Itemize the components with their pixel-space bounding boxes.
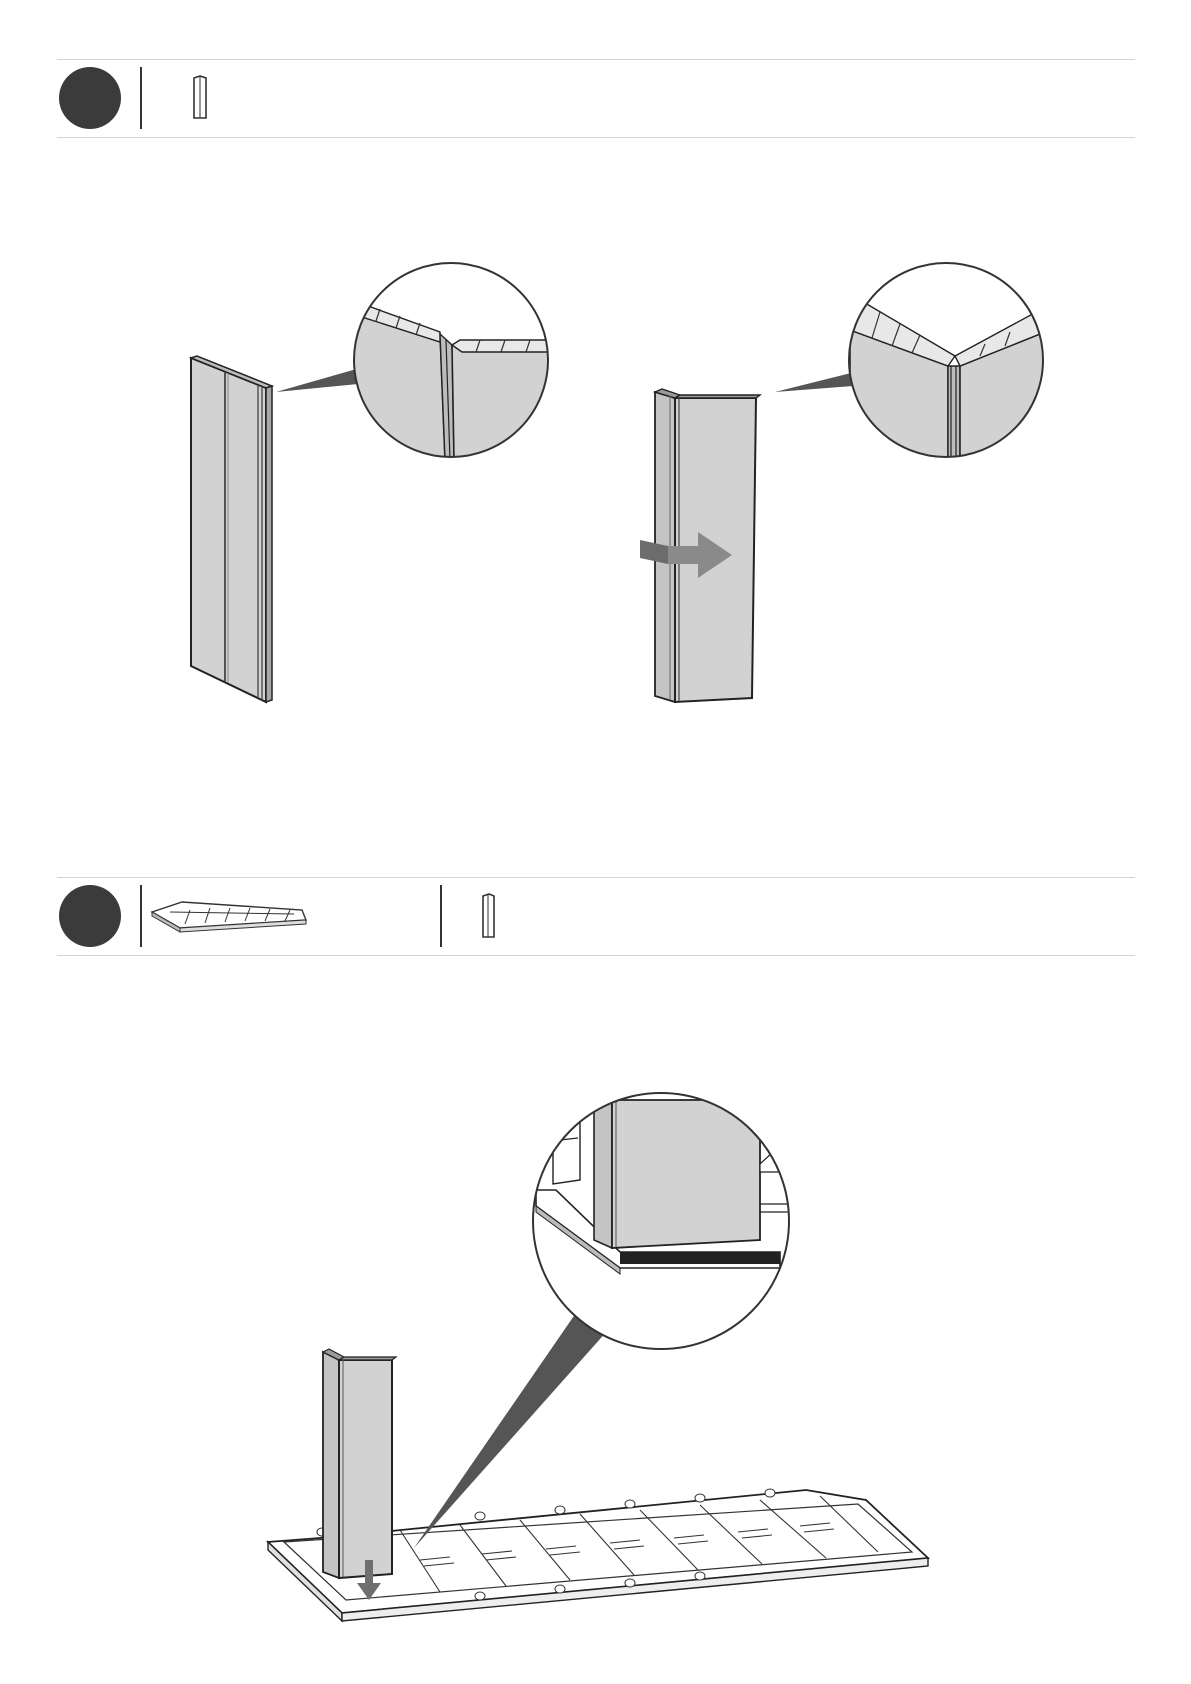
- detail-circle-3: [533, 1090, 790, 1349]
- standing-corner-panel: [323, 1349, 396, 1578]
